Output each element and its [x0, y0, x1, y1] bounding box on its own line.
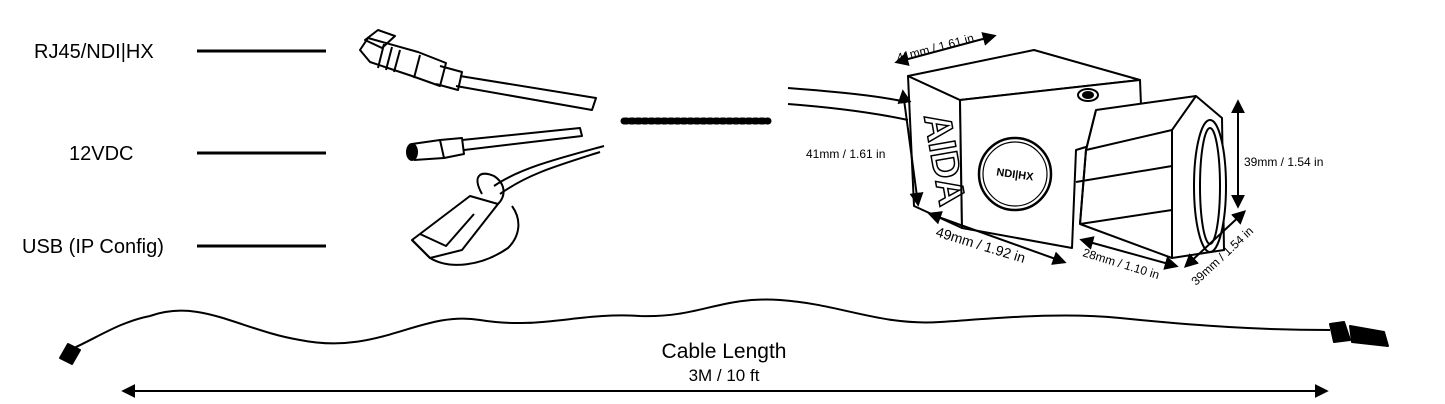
- dim-arrow-lens-width: [1183, 210, 1247, 268]
- rj45-plug-illustration: [359, 29, 597, 111]
- dim-label-lens-height: 39mm / 1.54 in: [1244, 155, 1323, 169]
- dc-plug-illustration: [406, 127, 583, 161]
- connector-label-12vdc: 12VDC: [69, 143, 133, 165]
- dim-label-front-height: 41mm / 1.61 in: [806, 147, 885, 161]
- dim-arrow-lens-length: [1079, 236, 1179, 270]
- connector-label-usb: USB (IP Config): [22, 236, 164, 258]
- dimension-arrows: [894, 32, 1247, 270]
- dim-label-top-width: 41mm / 1.61 in: [895, 31, 975, 65]
- usb-plug-illustration: [411, 145, 605, 266]
- cable-length-value: 3M / 10 ft: [689, 366, 760, 385]
- camera-badge-text: NDI|HX: [996, 166, 1035, 183]
- dim-arrow-body-length: [927, 211, 1067, 265]
- connector-label-rj45: RJ45/NDI|HX: [34, 41, 154, 63]
- dim-arrow-top-width: [894, 32, 997, 66]
- dim-arrow-front-height: [897, 89, 924, 207]
- full-cable-illustration: [59, 298, 1389, 365]
- cable-length-title: Cable Length: [662, 340, 787, 363]
